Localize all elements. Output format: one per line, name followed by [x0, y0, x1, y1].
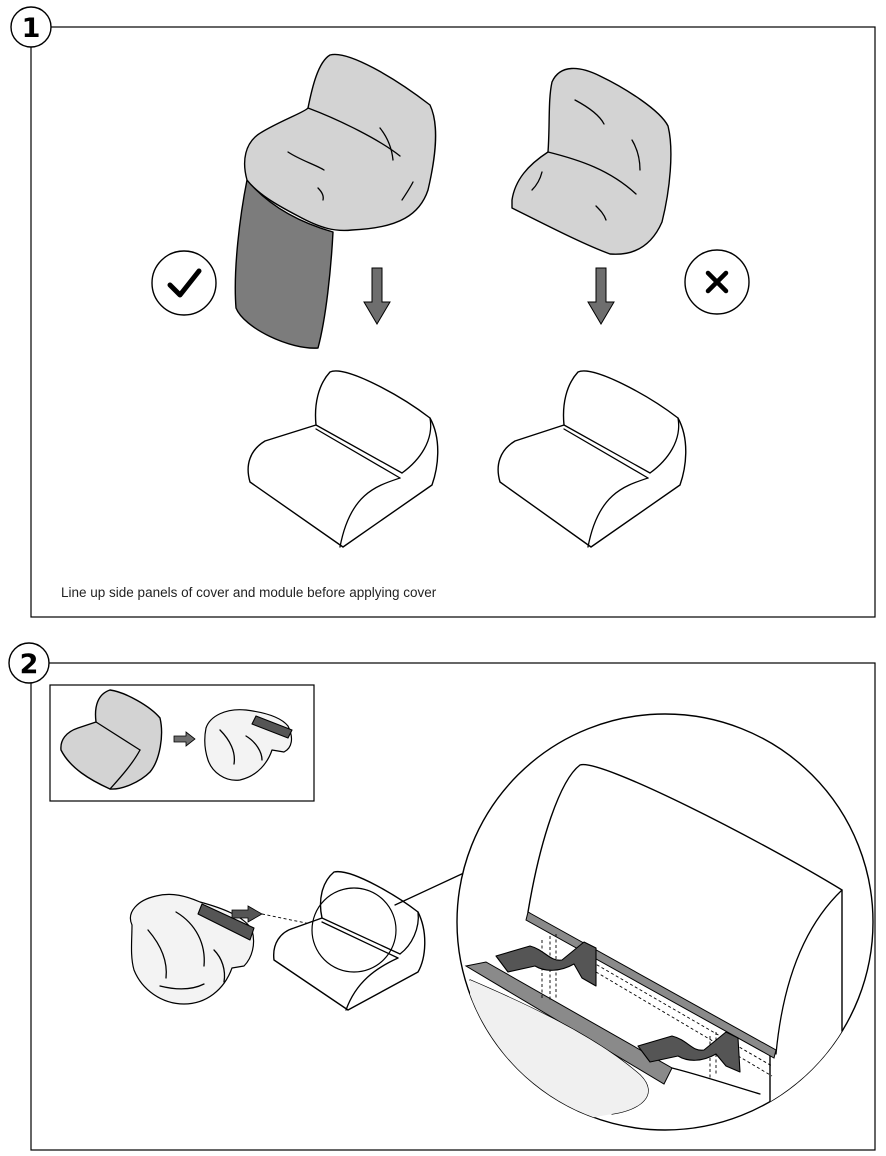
module-left [247, 370, 439, 548]
cover-wrong-orientation [511, 67, 672, 255]
step-1-frame [30, 26, 876, 618]
right-arrow-small [173, 731, 196, 747]
step-2-panel: 2 [8, 642, 876, 1151]
cover-seat-light [244, 53, 437, 232]
cover-correct-orientation [234, 53, 437, 349]
step-1-number-badge [10, 6, 52, 48]
step-1-panel: 1 [10, 6, 876, 618]
dark-side-panel [234, 179, 334, 349]
magnifier-circle [311, 887, 397, 973]
module-step-2 [273, 871, 467, 1011]
checkmark-icon [151, 250, 217, 316]
insertion-arrow [231, 905, 263, 923]
step-1-number: 1 [22, 13, 41, 44]
inset-cover-removed [49, 684, 315, 802]
down-arrow-right [587, 267, 615, 325]
velcro-strap-2 [637, 1031, 741, 1073]
cover-light [511, 67, 672, 255]
step-2-number: 2 [20, 649, 39, 680]
step-2-number-badge [8, 642, 50, 684]
module-right [497, 370, 687, 548]
velcro-strap-1 [495, 941, 597, 987]
zoom-detail [456, 713, 874, 1131]
step-2-frame [30, 662, 876, 1151]
step-1-caption: Line up side panels of cover and module … [61, 585, 437, 600]
cross-icon [684, 249, 750, 315]
crumpled-cover-large [129, 893, 341, 1005]
callout-line [394, 871, 467, 906]
down-arrow-left [363, 267, 391, 325]
